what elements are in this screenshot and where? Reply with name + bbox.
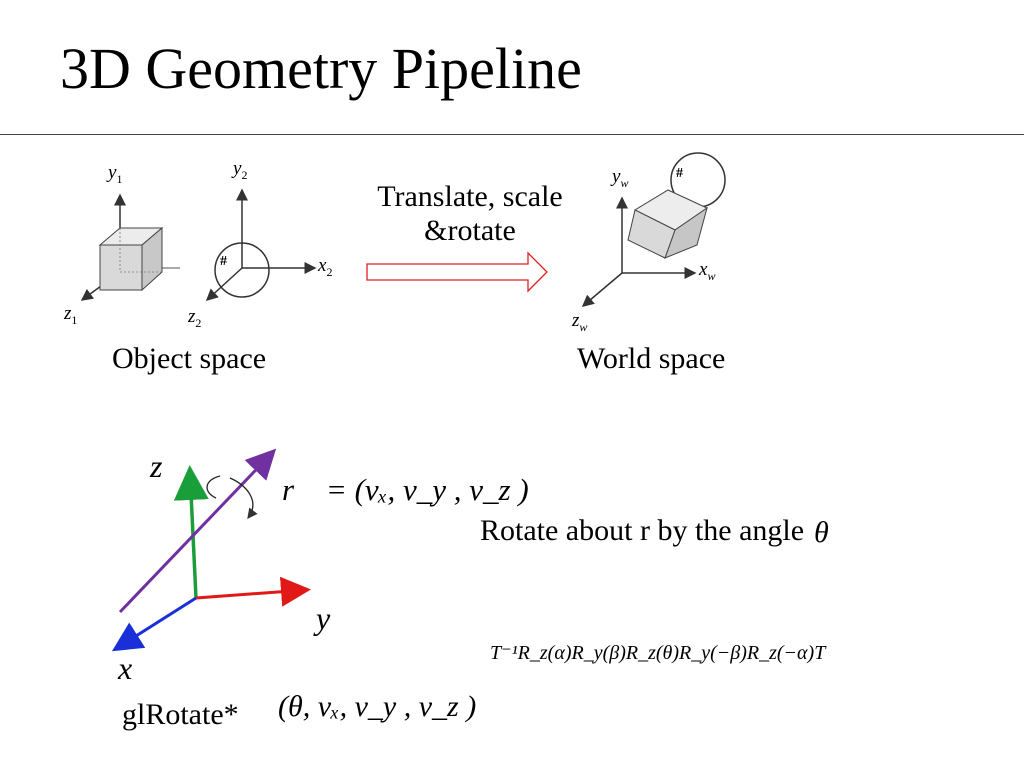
composite-transform-formula: T⁻¹R_z(α)R_y(β)R_z(θ)R_y(−β)R_z(−α)T [490, 642, 826, 664]
title-divider [0, 134, 1024, 135]
theta-symbol: θ [814, 516, 829, 549]
object-sphere-figure [205, 188, 317, 302]
world-x-axis-label: xw [699, 259, 716, 283]
object-cube-figure [80, 193, 180, 301]
slide-title: 3D Geometry Pipeline [60, 36, 582, 101]
world-space-figure [581, 152, 726, 307]
world-sphere-marker: # [676, 166, 683, 181]
sphere-y-axis-label: y2 [233, 158, 248, 182]
transform-arrow [366, 251, 548, 293]
rotation-z-label: z [150, 448, 163, 484]
transform-label: Translate, scale &rotate [350, 180, 590, 248]
sphere-x-axis-label: x2 [318, 255, 333, 279]
rotation-axes-figure [111, 448, 311, 652]
world-z-axis-label: zw [572, 310, 588, 334]
rotation-x-label: x [118, 650, 133, 686]
transform-label-line2: &rotate [424, 214, 516, 247]
r-vector-equation: r⃗ = (vₓ, v_y , v_z ) [282, 472, 529, 507]
cube-z-axis-label: z1 [64, 303, 78, 327]
rotation-y-label: y [316, 600, 331, 636]
sphere-marker: # [220, 254, 227, 269]
world-space-label: World space [577, 342, 726, 375]
gl-call-args: (θ, vₓ, v_y , v_z ) [278, 690, 477, 723]
object-space-label: Object space [112, 342, 267, 375]
transform-label-line1: Translate, scale [377, 180, 563, 213]
world-y-axis-label: yw [612, 166, 629, 190]
cube-y-axis-label: y1 [108, 162, 123, 186]
rotate-description: Rotate about r by the angle [480, 514, 805, 547]
sphere-z-axis-label: z2 [188, 306, 202, 330]
gl-call-name: glRotate* [122, 698, 239, 731]
